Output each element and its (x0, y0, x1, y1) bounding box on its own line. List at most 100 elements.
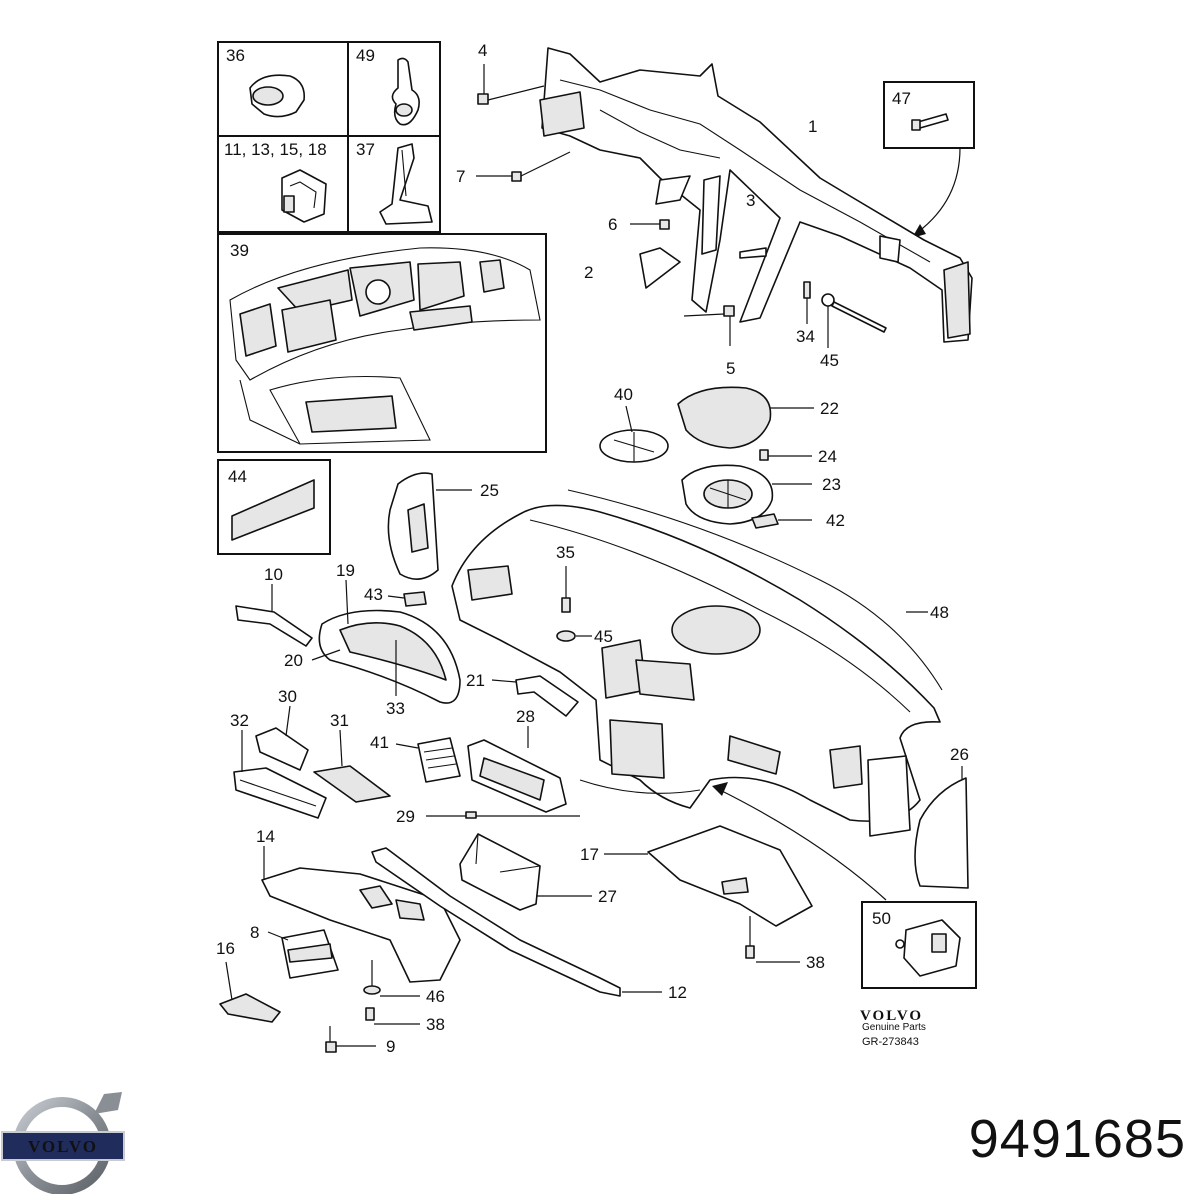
footer-brand: VOLVO (860, 1008, 923, 1024)
label-38-right: 38 (806, 953, 825, 972)
inset-label-39: 39 (230, 241, 249, 260)
part-5-screw (683, 305, 735, 346)
inset-grid: 36 49 11, 13, 15, 18 37 (217, 41, 441, 233)
part-35-screw (556, 566, 592, 642)
part-17-lower-cover (604, 825, 813, 927)
part-4-screw (477, 64, 545, 105)
diagram-footer: VOLVO Genuine Parts GR-273843 (860, 1008, 926, 1048)
label-41: 41 (370, 733, 389, 752)
label-7: 7 (456, 167, 465, 186)
part-number: 9491685 (968, 1109, 1186, 1169)
label-14: 14 (256, 827, 275, 846)
part-9-screw (325, 1026, 376, 1053)
part-41-vent (395, 737, 461, 783)
label-38-left: 38 (426, 1015, 445, 1034)
label-22: 22 (820, 399, 839, 418)
inset-label-49: 49 (356, 46, 375, 65)
label-46: 46 (426, 987, 445, 1006)
callout-labels: 1 2 3 4 5 6 7 8 9 10 12 14 16 17 19 20 2… (216, 41, 969, 1056)
part-34-45-fasteners (803, 281, 887, 348)
label-10: 10 (264, 565, 283, 584)
part-28-frame (467, 726, 567, 813)
label-40: 40 (614, 385, 633, 404)
label-20: 20 (284, 651, 303, 670)
inset-label-11-13-15-18: 11, 13, 15, 18 (224, 140, 327, 159)
part-26-side-panel (914, 766, 969, 889)
part-12-trim (371, 847, 662, 997)
label-26: 26 (950, 745, 969, 764)
part-48-dashboard (451, 489, 943, 837)
label-1: 1 (808, 117, 817, 136)
part-24-screw (759, 449, 812, 461)
label-2: 2 (584, 263, 593, 282)
label-35: 35 (556, 543, 575, 562)
part-10-bracket (235, 584, 313, 647)
label-31: 31 (330, 711, 349, 730)
label-5: 5 (726, 359, 735, 378)
label-45-top: 45 (820, 351, 839, 370)
part-29-screw (426, 811, 580, 819)
label-42: 42 (826, 511, 845, 530)
label-24: 24 (818, 447, 837, 466)
footer-genuine: Genuine Parts (862, 1022, 926, 1033)
inset-39: 39 (217, 233, 547, 453)
inset-label-44: 44 (228, 467, 247, 486)
part-40-cover (599, 405, 669, 463)
inset-label-37: 37 (356, 140, 375, 159)
part-37-bracket-icon (379, 143, 433, 225)
label-27: 27 (598, 887, 617, 906)
part-16-cover (219, 961, 281, 1023)
part-3-pin (739, 247, 767, 259)
inset-label-47: 47 (892, 89, 911, 108)
label-43: 43 (364, 585, 383, 604)
label-21: 21 (466, 671, 485, 690)
label-16: 16 (216, 939, 235, 958)
label-34: 34 (796, 327, 815, 346)
label-6: 6 (608, 215, 617, 234)
part-1-crossmember (539, 47, 973, 343)
inset-50: 50 (861, 901, 977, 989)
part-22-grille (677, 386, 814, 449)
logo-text: VOLVO (28, 1137, 98, 1156)
part-36-cap-icon (249, 74, 306, 118)
footer-ref: GR-273843 (862, 1036, 919, 1048)
label-17: 17 (580, 845, 599, 864)
part-30-cover (255, 705, 309, 771)
label-48: 48 (930, 603, 949, 622)
label-29: 29 (396, 807, 415, 826)
part-11-clip-icon (281, 169, 327, 223)
inset-label-36: 36 (226, 46, 245, 65)
label-25: 25 (480, 481, 499, 500)
volvo-logo-icon: VOLVO (1, 1092, 125, 1194)
part-32-box (233, 730, 327, 819)
label-8: 8 (250, 923, 259, 942)
label-3: 3 (746, 191, 755, 210)
label-32: 32 (230, 711, 249, 730)
part-19-20-instrument-housing (311, 579, 461, 704)
label-33: 33 (386, 699, 405, 718)
label-45-mid: 45 (594, 627, 613, 646)
part-27-bracket (459, 833, 592, 911)
part-7-screw (476, 151, 571, 182)
inset-label-50: 50 (872, 909, 891, 928)
part-49-lever-icon (391, 57, 420, 126)
part-31-panel (313, 729, 391, 803)
part-42-clip (751, 513, 812, 529)
part-23-speaker (681, 464, 812, 525)
label-4: 4 (478, 41, 487, 60)
arrow-head (712, 782, 728, 796)
part-46-38-fasteners (363, 916, 800, 1025)
label-9: 9 (386, 1037, 395, 1056)
inset-44: 44 (217, 459, 331, 555)
part-14-lower-panel (261, 846, 461, 983)
label-12: 12 (668, 983, 687, 1002)
part-8-pocket (267, 929, 339, 979)
inset-47: 47 (883, 81, 975, 238)
part-25-end-cover (387, 472, 472, 580)
part-2-bracket (639, 247, 681, 289)
inset-50-arrow (719, 789, 887, 901)
label-19: 19 (336, 561, 355, 580)
part-6-screw (630, 219, 670, 230)
label-23: 23 (822, 475, 841, 494)
